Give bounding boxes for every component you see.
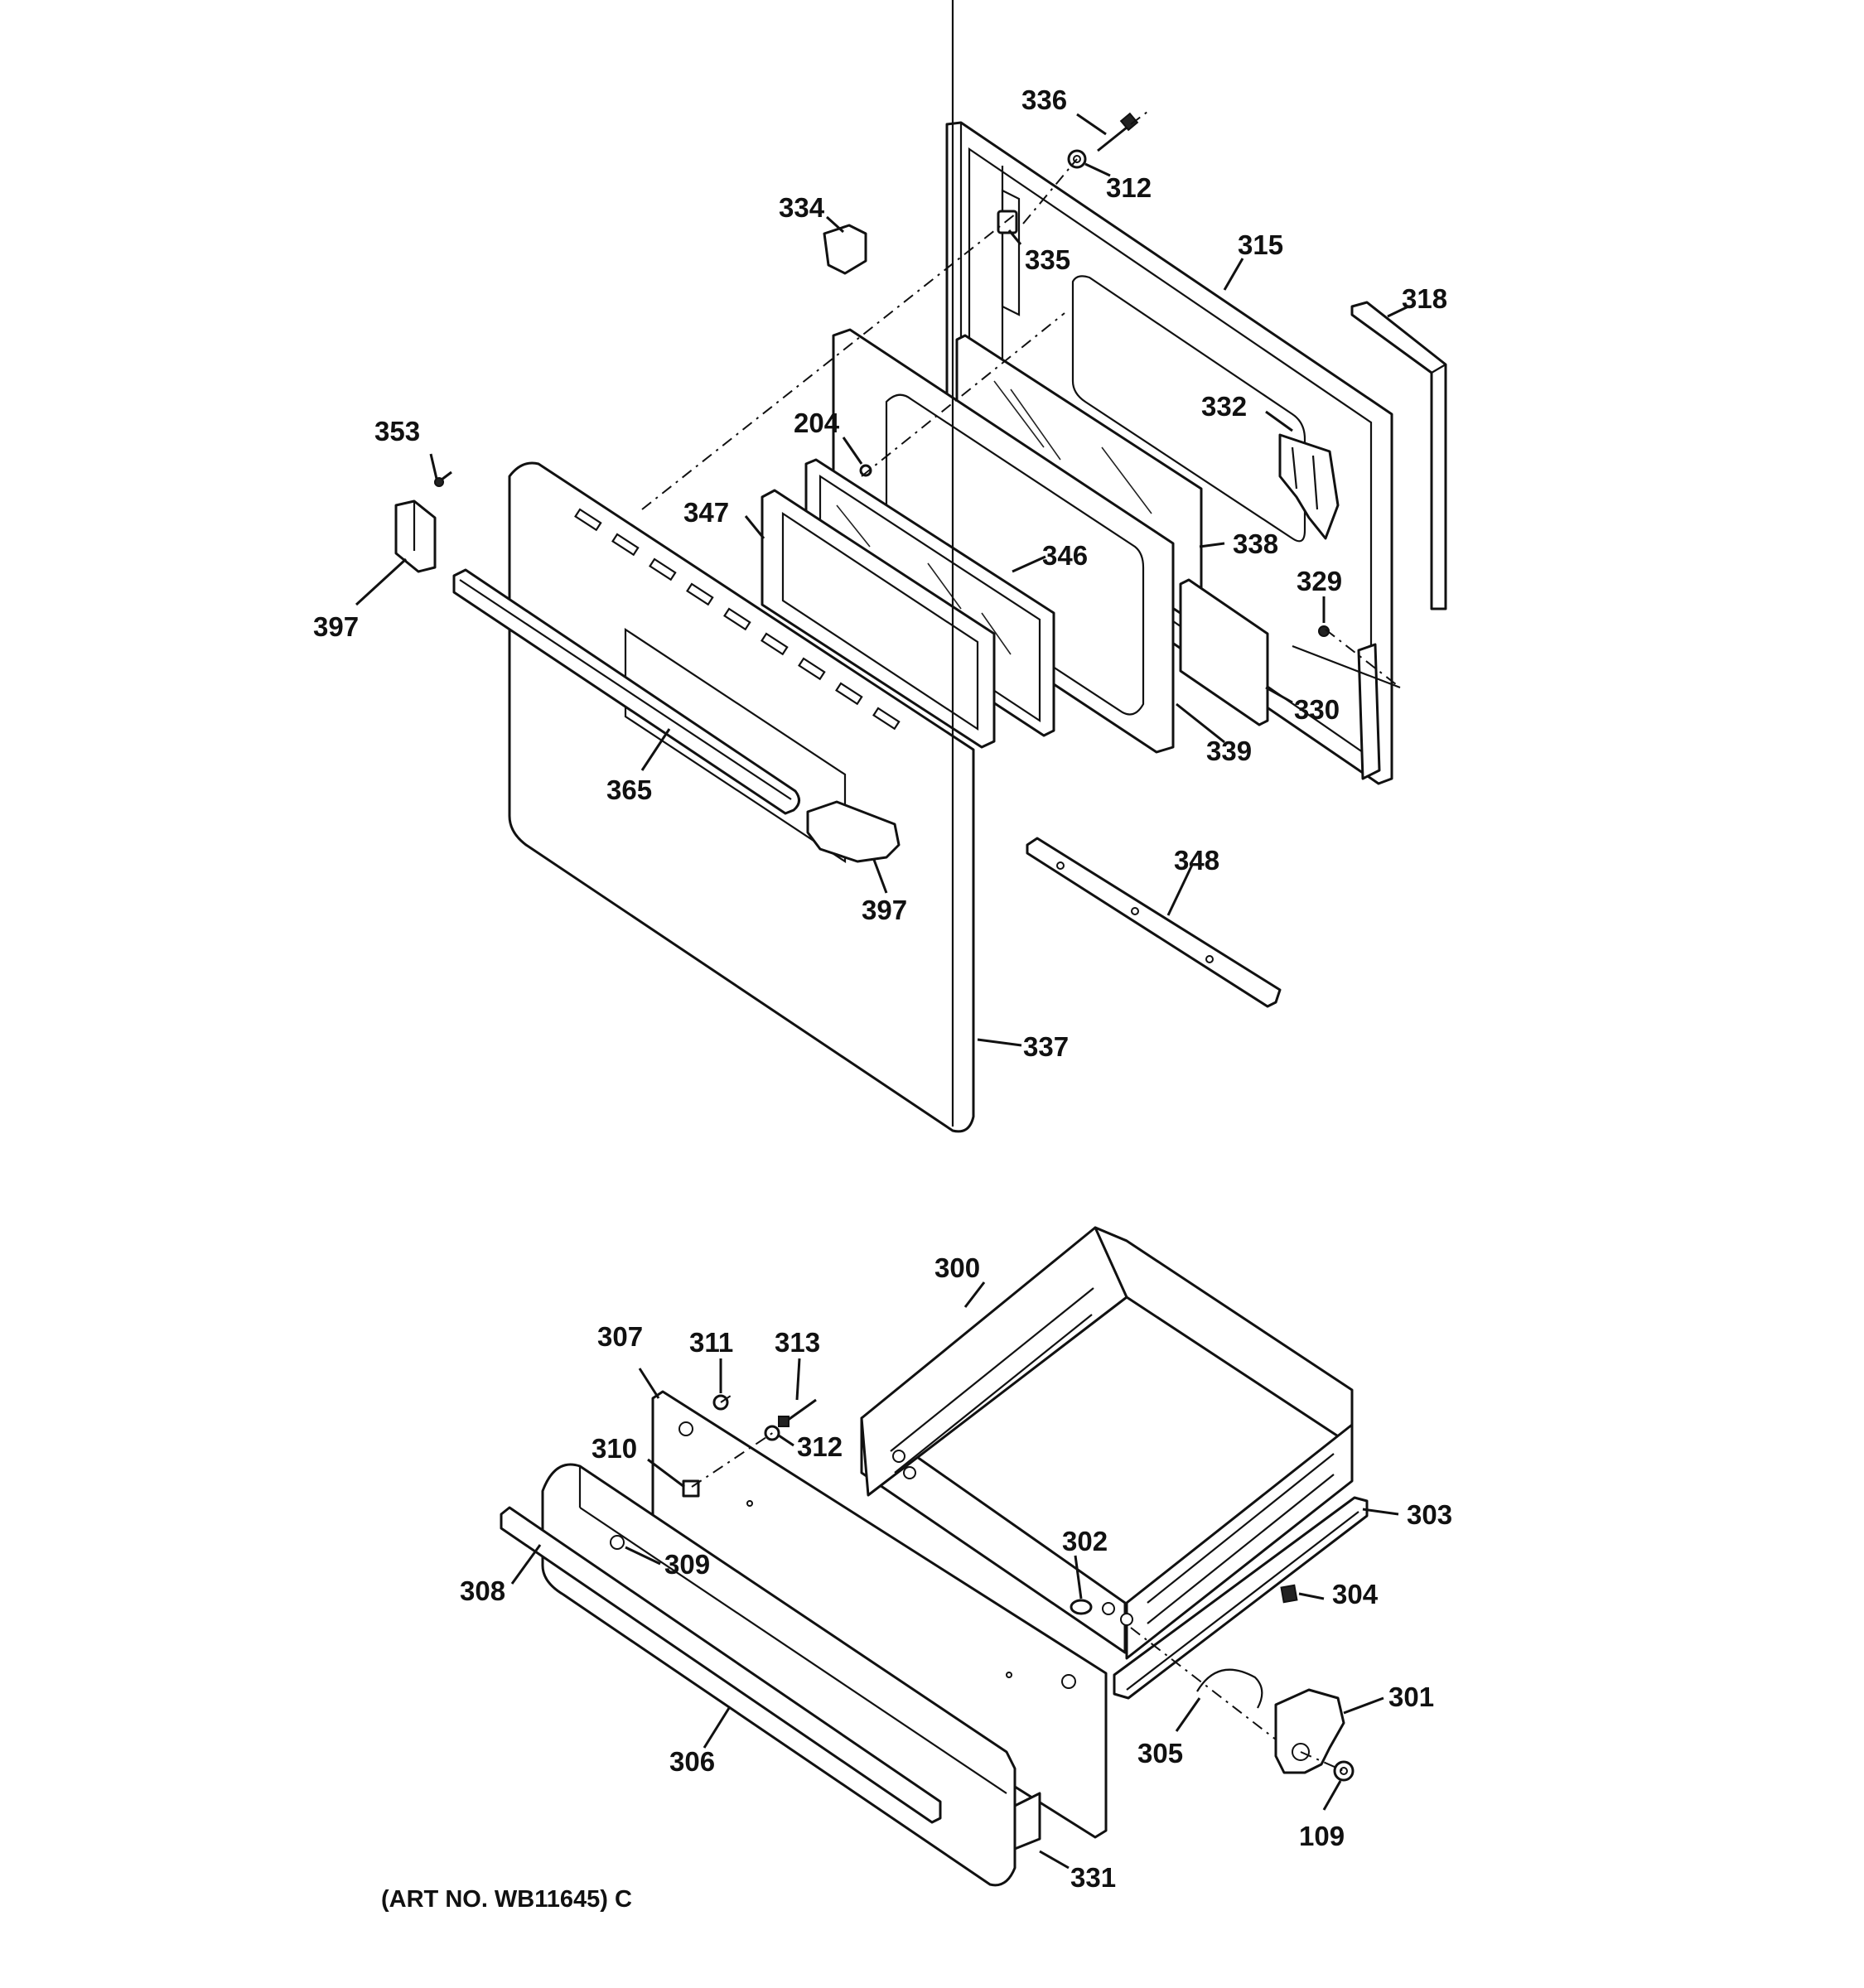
door-lower-plate-339 [1179, 578, 1269, 726]
callout-365: 365 [606, 774, 652, 805]
callout-397-left: 397 [313, 611, 359, 642]
art-number: (ART NO. WB11645) C [381, 1886, 632, 1913]
callout-300: 300 [934, 1252, 980, 1283]
callout-335: 335 [1025, 244, 1070, 275]
spring-clip-305 [1196, 1668, 1263, 1709]
callout-315: 315 [1238, 229, 1283, 260]
callout-306: 306 [669, 1746, 715, 1777]
callout-330: 330 [1294, 694, 1340, 725]
callout-303: 303 [1407, 1499, 1452, 1530]
callout-339: 339 [1206, 736, 1252, 766]
insulation-332 [1278, 433, 1340, 540]
door-side-trim-318 [1350, 301, 1447, 610]
handle-endcap-397-left [394, 499, 437, 573]
bracket-334 [823, 224, 867, 275]
drawer-handle-308 [500, 1506, 942, 1824]
callout-353: 353 [374, 416, 420, 446]
alignment-line [1130, 1627, 1277, 1740]
callout-332: 332 [1201, 391, 1247, 422]
alignment-line [1325, 629, 1401, 688]
door-handle-365 [452, 568, 800, 815]
outer-door-337 [508, 0, 975, 1133]
roller-304 [1280, 1584, 1298, 1604]
screw-313 [778, 1398, 817, 1427]
callout-308: 308 [460, 1575, 505, 1606]
callout-307: 307 [597, 1321, 643, 1352]
clip-335 [997, 210, 1018, 234]
callout-329: 329 [1297, 566, 1342, 596]
callout-301: 301 [1388, 1682, 1434, 1712]
callout-318: 318 [1402, 283, 1447, 314]
door-bottom-rail-348 [1026, 837, 1282, 1008]
callout-312-bottom: 312 [797, 1431, 843, 1462]
drawer-slide-303 [1113, 1496, 1369, 1700]
alignment-line [691, 1428, 780, 1488]
screw-336 [1097, 112, 1139, 152]
callout-397-right: 397 [862, 895, 907, 925]
drawer-bracket-301 [1274, 1688, 1345, 1774]
callout-312-top: 312 [1106, 172, 1152, 203]
inner-frame-347 [761, 489, 996, 749]
callout-313: 313 [775, 1327, 820, 1358]
nut-109 [1333, 1760, 1355, 1782]
callout-337: 337 [1023, 1031, 1069, 1062]
screw-353 [434, 470, 452, 487]
drawer-bracket-331 [1013, 1792, 1041, 1850]
hinge-330 [1292, 643, 1401, 780]
leader-lines [355, 113, 1409, 1870]
alignment-line [720, 1393, 734, 1403]
callout-348: 348 [1174, 845, 1219, 876]
callout-347: 347 [683, 497, 729, 528]
alignment-line [861, 312, 1065, 477]
alignment-line [1300, 1751, 1345, 1772]
stud-302 [1070, 1599, 1093, 1615]
door-vent-slots [574, 508, 901, 731]
callout-304: 304 [1332, 1579, 1379, 1609]
alignment-line [1130, 111, 1148, 125]
screw-204 [859, 464, 872, 477]
callout-109: 109 [1299, 1821, 1345, 1851]
drawer-box-300 [860, 1226, 1354, 1660]
alignment-line [641, 210, 1020, 510]
callout-310: 310 [592, 1433, 637, 1464]
handle-endcap-397-right [806, 800, 901, 863]
callout-336: 336 [1021, 84, 1067, 115]
callout-331: 331 [1070, 1862, 1116, 1893]
alignment-line [1022, 158, 1078, 224]
callout-309: 309 [664, 1549, 710, 1580]
callout-334: 334 [779, 192, 825, 223]
callout-302: 302 [1062, 1526, 1108, 1556]
callout-346: 346 [1042, 540, 1088, 571]
callout-311: 311 [689, 1327, 733, 1358]
callout-338: 338 [1233, 528, 1278, 559]
callout-204: 204 [794, 408, 840, 438]
callout-labels: 336 312 334 335 315 318 353 204 332 347 … [313, 84, 1452, 1893]
callout-305: 305 [1137, 1738, 1183, 1768]
